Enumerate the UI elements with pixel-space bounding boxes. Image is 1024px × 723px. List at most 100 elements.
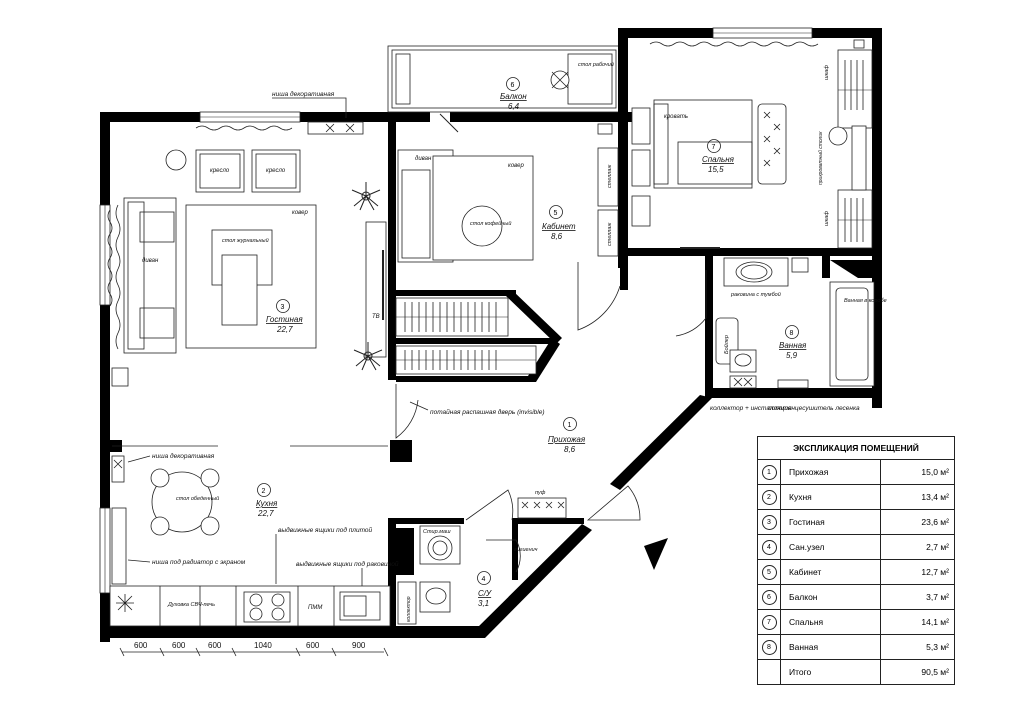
dining-table (151, 471, 213, 533)
bedroom-table (851, 125, 867, 191)
wall-bath-left (705, 248, 713, 398)
wall-bath-bottom (705, 388, 882, 398)
svg-text:22,7: 22,7 (276, 325, 293, 334)
towel-dryer (777, 379, 809, 389)
study-sofa-label: диван (415, 156, 432, 162)
entry-door (586, 485, 641, 521)
wardrobe-2 (837, 189, 873, 249)
balcony-shelf (395, 53, 411, 105)
coffee-table-label: стол журнальный (222, 237, 269, 244)
wall-wc-top-b (512, 518, 584, 524)
dimension-line: 600 600 600 1040 600 900 (119, 641, 389, 657)
annotation-drawers-hob: выдвижные ящики под плитой (278, 526, 373, 534)
kitchen: стол обеденный Духовка СВЧ-печь ПММ (109, 445, 391, 627)
svg-text:5,9: 5,9 (786, 351, 798, 360)
svg-text:6,4: 6,4 (508, 102, 520, 111)
wall-bath-divider (822, 256, 830, 278)
armchair-2 (251, 149, 301, 193)
room-label-8: 8 Ванная 5,9 (779, 325, 807, 360)
coffee-table-round (461, 205, 503, 247)
wc-collector (397, 581, 417, 625)
wall-top-mid (300, 112, 430, 122)
annotation-drawers-sink: выдвижные ящики под раковиной (296, 560, 399, 568)
annotation-niche-kitchen: ниша декоративная (152, 452, 215, 460)
armchair-1 (195, 149, 245, 193)
pouf-label: пуф (535, 490, 546, 496)
wall-closet-c (396, 376, 536, 382)
wall-top-left (100, 112, 200, 122)
dim-3: 600 (208, 641, 222, 650)
wall-top-right (450, 112, 632, 122)
dim-2: 600 (172, 641, 186, 650)
svg-text:8,6: 8,6 (564, 445, 576, 454)
wall-right (872, 28, 882, 408)
room-label-2: 2 Кухня 22,7 (256, 483, 278, 518)
dining-chair-1 (150, 468, 170, 488)
svg-text:Прихожая: Прихожая (548, 435, 586, 444)
dim-4: 1040 (254, 641, 272, 650)
dining-chair-3 (150, 516, 170, 536)
svg-text:Гостиная: Гостиная (266, 315, 303, 324)
svg-text:Кухня: Кухня (256, 499, 278, 508)
hidden-door (395, 384, 419, 439)
annotation-towel-dryer: полотенцесушитель лесенка (768, 405, 860, 412)
wall-study-right-lower (620, 210, 628, 290)
kitchen-corner-icon (116, 594, 134, 612)
svg-text:5: 5 (554, 210, 558, 217)
bedroom-chair (828, 126, 848, 146)
shower-label: гигиенич (514, 547, 538, 553)
windows (99, 27, 819, 594)
svg-text:Ванная: Ванная (779, 341, 807, 350)
balcony: стол рабочий (395, 53, 614, 105)
wardrobe-1-label: шкаф (824, 65, 830, 80)
room-label-5: 5 Кабинет 8,6 (542, 205, 576, 241)
dining-chair-4 (200, 516, 220, 536)
plant-1 (351, 182, 381, 211)
balcony-inner (391, 49, 617, 109)
room-labels: 1 Прихожая 8,6 2 Кухня 22,7 3 Гостиная 2… (256, 77, 807, 608)
wall-bedroom-left (618, 28, 628, 268)
dim-1: 600 (134, 641, 148, 650)
shelving-1 (597, 147, 619, 207)
balcony-desk-label: стол рабочий (578, 61, 614, 68)
annotations: ниша декоративная потайная распашная две… (127, 90, 860, 586)
room-label-6: 6 Балкон 6,4 (500, 77, 527, 111)
bed-label: кровать (664, 114, 688, 120)
kitchen-sink (339, 591, 381, 621)
room-label-4: 4 С/У 3,1 (477, 571, 492, 608)
wall-bedroom-top-b (812, 28, 882, 38)
wc-door (486, 539, 521, 573)
floor-lamp (165, 149, 187, 171)
living-socket (111, 367, 129, 387)
annotation-niche-top: ниша декоративная (272, 90, 335, 98)
bench (757, 103, 787, 185)
annotation-hidden-door: потайная распашная дверь (invisible) (430, 408, 545, 416)
svg-text:22,7: 22,7 (257, 509, 274, 518)
armchair-2-label: кресло (266, 168, 286, 174)
annotation-collector: коллектор + инсталляция (710, 405, 792, 412)
svg-text:1: 1 (568, 422, 572, 429)
wall-bedroom-bottom (705, 248, 882, 256)
hob (243, 591, 291, 623)
svg-text:Кабинет: Кабинет (542, 222, 576, 231)
boiler-label: Бойлер (723, 335, 730, 354)
radiator-screen (111, 507, 127, 585)
wall-closet-a (396, 290, 516, 296)
entry-arrow (644, 538, 668, 570)
bed (653, 99, 753, 189)
bedside-2 (631, 149, 651, 187)
hall: пуф (465, 485, 641, 521)
dining-table-label: стол обеденный (176, 495, 219, 502)
wc-toilet (419, 581, 451, 613)
legend-title: ЭКСПЛИКАЦИЯ ПОМЕЩЕНИЙ (758, 437, 954, 460)
wall-closet-diag-a (506, 290, 562, 344)
wardrobe-1 (837, 49, 873, 129)
bathroom: раковина с тумбой Ванная в коробе Бойлер (675, 257, 887, 389)
wall-entry-diag-upper (610, 395, 712, 490)
svg-text:4: 4 (482, 576, 486, 583)
